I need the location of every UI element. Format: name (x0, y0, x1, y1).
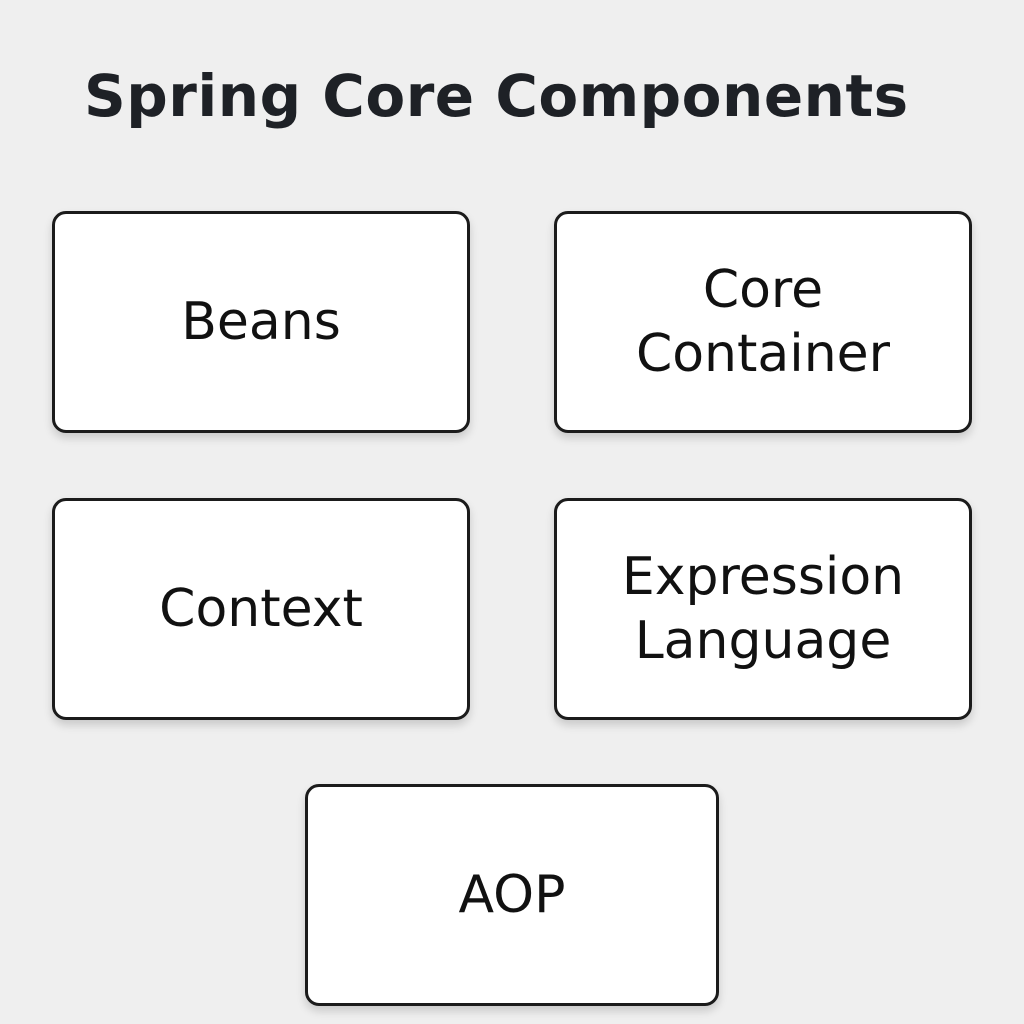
component-label: Context (159, 579, 363, 639)
component-box-core-container: Core Container (554, 211, 972, 433)
component-label: Core Container (635, 260, 891, 384)
component-box-context: Context (52, 498, 470, 720)
component-box-expression-language: Expression Language (554, 498, 972, 720)
component-label: Beans (181, 292, 341, 352)
diagram-title: Spring Core Components (84, 62, 909, 130)
component-box-aop: AOP (305, 784, 719, 1006)
component-label: AOP (458, 865, 566, 925)
component-box-beans: Beans (52, 211, 470, 433)
component-label: Expression Language (621, 547, 905, 671)
